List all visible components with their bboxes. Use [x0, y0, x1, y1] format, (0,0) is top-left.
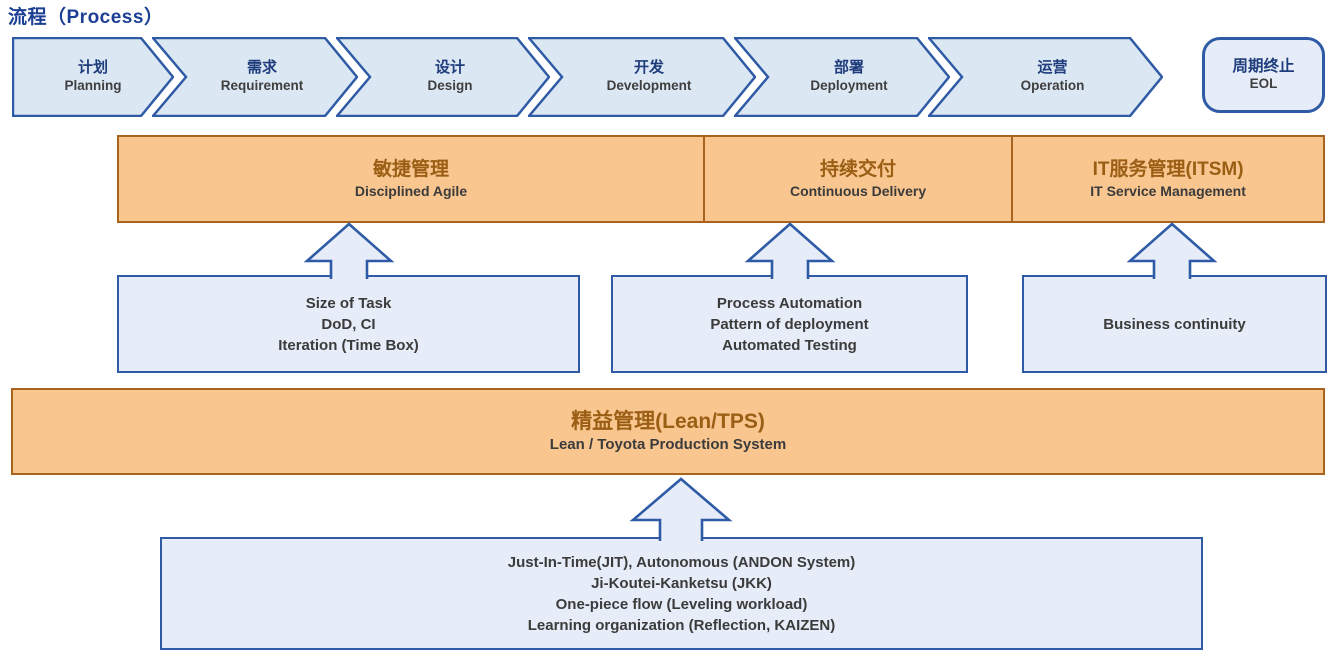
practice-label-en: Continuous Delivery [789, 183, 927, 200]
step-label-zh: 需求 [246, 59, 277, 77]
chevron-shape [12, 37, 174, 117]
step-label-en: Design [427, 77, 473, 93]
process-step-eol: 周期终止 EOL [1202, 37, 1325, 113]
detail-line: Process Automation [716, 294, 863, 312]
lean-label-zh: 精益管理(Lean/TPS) [571, 410, 765, 434]
step-label-en: Planning [64, 77, 122, 93]
practice-itsm: IT服务管理(ITSM) IT Service Management [1011, 137, 1323, 221]
eol-label-en: EOL [1249, 76, 1278, 92]
up-arrow-lean [629, 477, 733, 541]
detail-line: Iteration (Time Box) [278, 336, 419, 354]
chevron-shape [928, 37, 1163, 117]
detail-line: Business continuity [1103, 315, 1246, 333]
detail-line: DoD, CI [321, 315, 376, 333]
step-label-zh: 计划 [77, 59, 108, 77]
chevron-shape [336, 37, 550, 117]
up-arrow-agile [303, 222, 395, 279]
process-step-deployment: 部署 Deployment [734, 37, 950, 117]
practice-agile: 敏捷管理 Disciplined Agile [119, 137, 703, 221]
step-label-zh: 部署 [833, 59, 864, 77]
practice-label-en: IT Service Management [1090, 183, 1246, 200]
chevron-shape [152, 37, 358, 117]
step-label-zh: 开发 [633, 59, 664, 77]
step-label-zh: 设计 [434, 59, 465, 77]
detail-line: Size of Task [305, 294, 392, 312]
detail-line: Learning organization (Reflection, KAIZE… [527, 616, 836, 634]
step-label-en: Deployment [810, 77, 888, 93]
process-step-requirement: 需求 Requirement [152, 37, 358, 117]
process-step-development: 开发 Development [528, 37, 756, 117]
detail-box-agile: Size of Task DoD, CI Iteration (Time Box… [117, 275, 580, 373]
process-flow: 计划 Planning 需求 Requirement 设计 Design [12, 37, 1163, 117]
practice-label-zh: IT服务管理(ITSM) [1092, 158, 1244, 180]
process-step-operation: 运营 Operation [928, 37, 1163, 117]
chevron-shape [528, 37, 756, 117]
detail-line: Automated Testing [722, 336, 857, 354]
lean-label-en: Lean / Toyota Production System [549, 436, 787, 454]
detail-box-cd: Process Automation Pattern of deployment… [611, 275, 968, 373]
eol-label-zh: 周期终止 [1232, 57, 1295, 75]
up-arrow-cd [744, 222, 836, 279]
detail-box-lean: Just-In-Time(JIT), Autonomous (ANDON Sys… [160, 537, 1203, 650]
detail-line: One-piece flow (Leveling workload) [555, 595, 808, 613]
practice-bar: 敏捷管理 Disciplined Agile 持续交付 Continuous D… [117, 135, 1325, 223]
lean-bar: 精益管理(Lean/TPS) Lean / Toyota Production … [11, 388, 1325, 475]
page-title: 流程（Process） [8, 7, 164, 28]
practice-label-zh: 持续交付 [820, 158, 897, 180]
practice-label-zh: 敏捷管理 [372, 158, 449, 180]
step-label-en: Development [606, 77, 692, 93]
chevron-shape [734, 37, 950, 117]
step-label-en: Operation [1020, 77, 1085, 93]
step-label-zh: 运营 [1037, 59, 1068, 77]
up-arrow-itsm [1126, 222, 1218, 279]
practice-cd: 持续交付 Continuous Delivery [702, 137, 1011, 221]
detail-line: Ji-Koutei-Kanketsu (JKK) [591, 574, 772, 592]
process-step-planning: 计划 Planning [12, 37, 174, 117]
detail-line: Pattern of deployment [710, 315, 869, 333]
detail-box-itsm: Business continuity [1022, 275, 1327, 373]
process-step-design: 设计 Design [336, 37, 550, 117]
practice-label-en: Disciplined Agile [354, 183, 468, 200]
detail-line: Just-In-Time(JIT), Autonomous (ANDON Sys… [507, 553, 856, 571]
step-label-en: Requirement [220, 77, 304, 93]
